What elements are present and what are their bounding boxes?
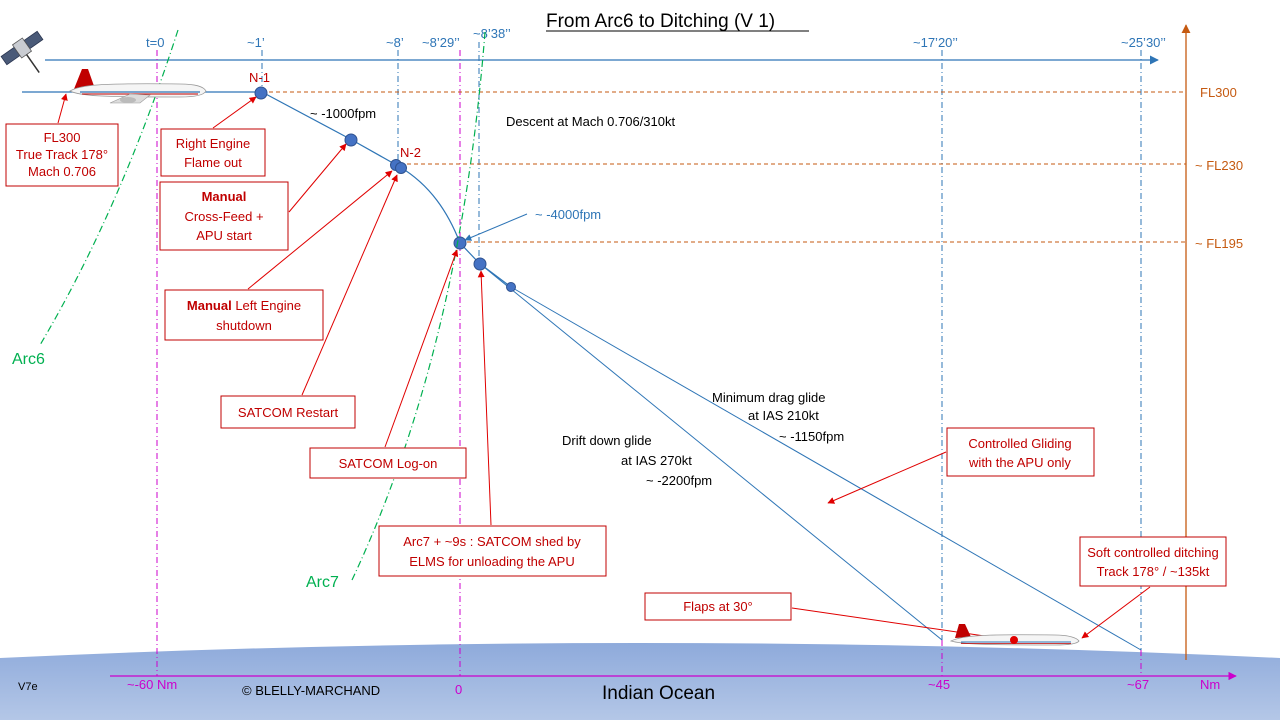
- point-n1: [254, 86, 268, 100]
- distance-tick-45: ~45: [928, 677, 950, 692]
- descent-mach-label: Descent at Mach 0.706/310kt: [506, 114, 675, 129]
- svg-text:Manual Left Engine: Manual Left Engine: [187, 298, 301, 313]
- box-manual-crossfeed: Manual Cross-Feed + APU start: [159, 181, 289, 251]
- svg-text:APU start: APU start: [196, 228, 252, 243]
- svg-text:with the APU only: with the APU only: [968, 455, 1071, 470]
- satcom-logon-arrow: [384, 249, 459, 448]
- distance-guides: [156, 50, 1142, 676]
- box-manual-left-engine: Manual Left Engine shutdown: [164, 289, 324, 341]
- box-arc7-shed: Arc7 + ~9s : SATCOM shed by ELMS for unl…: [378, 525, 607, 577]
- crossfeed-arrow: [288, 143, 347, 213]
- point-arc7: [453, 236, 467, 250]
- minimum-drag-glide-line: [510, 286, 1142, 651]
- copyright-label: © BLELLY-MARCHAND: [242, 683, 380, 698]
- diagram-title: From Arc6 to Ditching (V 1): [546, 11, 775, 32]
- svg-text:Right Engine: Right Engine: [176, 136, 250, 151]
- satellite-icon: [0, 30, 44, 74]
- descent-path: [261, 91, 512, 288]
- rate-4000fpm: ~ -4000fpm: [535, 207, 601, 222]
- rate-1000fpm: ~ -1000fpm: [310, 106, 376, 121]
- point-crossfeed: [344, 133, 358, 147]
- svg-text:Arc7 + ~9s : SATCOM shed by: Arc7 + ~9s : SATCOM shed by: [403, 534, 581, 549]
- svg-text:Flaps at 30°: Flaps at 30°: [683, 599, 753, 614]
- left-engine-arrow: [247, 170, 393, 290]
- svg-text:Soft controlled ditching: Soft controlled ditching: [1087, 545, 1219, 560]
- svg-text:SATCOM Log-on: SATCOM Log-on: [339, 456, 438, 471]
- n2-label: N-2: [400, 145, 421, 160]
- arc7-curve: [351, 31, 486, 581]
- svg-text:Manual: Manual: [202, 189, 247, 204]
- box-flaps: Flaps at 30°: [644, 592, 792, 621]
- time-tick-25m30: ~25’30’’: [1121, 35, 1166, 50]
- svg-text:Controlled Gliding: Controlled Gliding: [968, 436, 1071, 451]
- svg-text:ELMS for unloading the APU: ELMS for unloading the APU: [409, 554, 575, 569]
- version-label: V7e: [18, 681, 38, 693]
- ocean-surface: [0, 643, 1280, 720]
- time-tick-17m20: ~17’20’’: [913, 35, 958, 50]
- svg-text:Cross-Feed +: Cross-Feed +: [184, 209, 263, 224]
- box-right-engine: Right Engine Flame out: [160, 128, 266, 177]
- arc7-label: Arc7: [306, 574, 339, 591]
- time-tick-8min: ~8’: [386, 35, 404, 50]
- soft-ditching-arrow: [1081, 586, 1151, 639]
- svg-text:SATCOM Restart: SATCOM Restart: [238, 405, 339, 420]
- drift-down-glide-line: [478, 262, 943, 641]
- distance-tick-67: ~67: [1127, 677, 1149, 692]
- box-controlled-gliding: Controlled Gliding with the APU only: [946, 427, 1095, 477]
- point-glide-start: [506, 282, 516, 292]
- fl195-label: ~ FL195: [1195, 236, 1243, 251]
- fl230-label: ~ FL230: [1195, 158, 1243, 173]
- drift-down-line3: ~ -2200fpm: [646, 473, 712, 488]
- time-tick-8m29: ~8’29’’: [422, 35, 460, 50]
- time-tick-1min: ~1’: [247, 35, 265, 50]
- flaps-arrow: [791, 607, 1013, 643]
- box-fl300: FL300 True Track 178° Mach 0.706: [5, 123, 119, 187]
- fl300-label: FL300: [1200, 85, 1237, 100]
- svg-text:shutdown: shutdown: [216, 318, 272, 333]
- n1-label: N-1: [249, 70, 270, 85]
- ditched-aircraft-icon: [949, 624, 1080, 646]
- distance-tick-minus60: ~-60 Nm: [127, 677, 177, 692]
- box-satcom-logon: SATCOM Log-on: [309, 447, 467, 479]
- min-drag-line2: at IAS 210kt: [748, 408, 819, 423]
- min-drag-line1: Minimum drag glide: [712, 390, 825, 405]
- min-drag-line3: ~ -1150fpm: [779, 429, 844, 444]
- aircraft-icon: [69, 69, 207, 104]
- right-engine-arrow: [212, 96, 257, 129]
- flight-level-lines: [262, 91, 1186, 243]
- distance-unit: Nm: [1200, 677, 1220, 692]
- svg-text:FL300: FL300: [44, 130, 81, 145]
- time-tick-t0: t=0: [146, 35, 164, 50]
- controlled-gliding-arrow: [827, 451, 947, 504]
- distance-tick-0: 0: [455, 682, 462, 697]
- box-satcom-restart: SATCOM Restart: [220, 395, 356, 429]
- box-soft-ditching: Soft controlled ditching Track 178° / ~1…: [1079, 536, 1227, 587]
- ocean-label: Indian Ocean: [602, 683, 715, 704]
- arc6-label: Arc6: [12, 351, 45, 368]
- fl300-arrow: [57, 93, 68, 124]
- event-points: [254, 86, 516, 292]
- point-n2b: [395, 162, 407, 174]
- arc7-shed-arrow: [477, 270, 492, 526]
- svg-text:Flame out: Flame out: [184, 155, 242, 170]
- drift-down-line1: Drift down glide: [562, 433, 652, 448]
- svg-text:True Track 178°: True Track 178°: [16, 147, 108, 162]
- time-tick-8m38: ~8’38’’: [473, 26, 511, 41]
- svg-text:Mach 0.706: Mach 0.706: [28, 164, 96, 179]
- point-satcom-shed: [473, 257, 487, 271]
- rate-4000-arrow: [464, 213, 528, 241]
- satcom-restart-arrow: [301, 174, 398, 396]
- svg-text:Track 178° / ~135kt: Track 178° / ~135kt: [1097, 564, 1210, 579]
- drift-down-line2: at IAS 270kt: [621, 453, 692, 468]
